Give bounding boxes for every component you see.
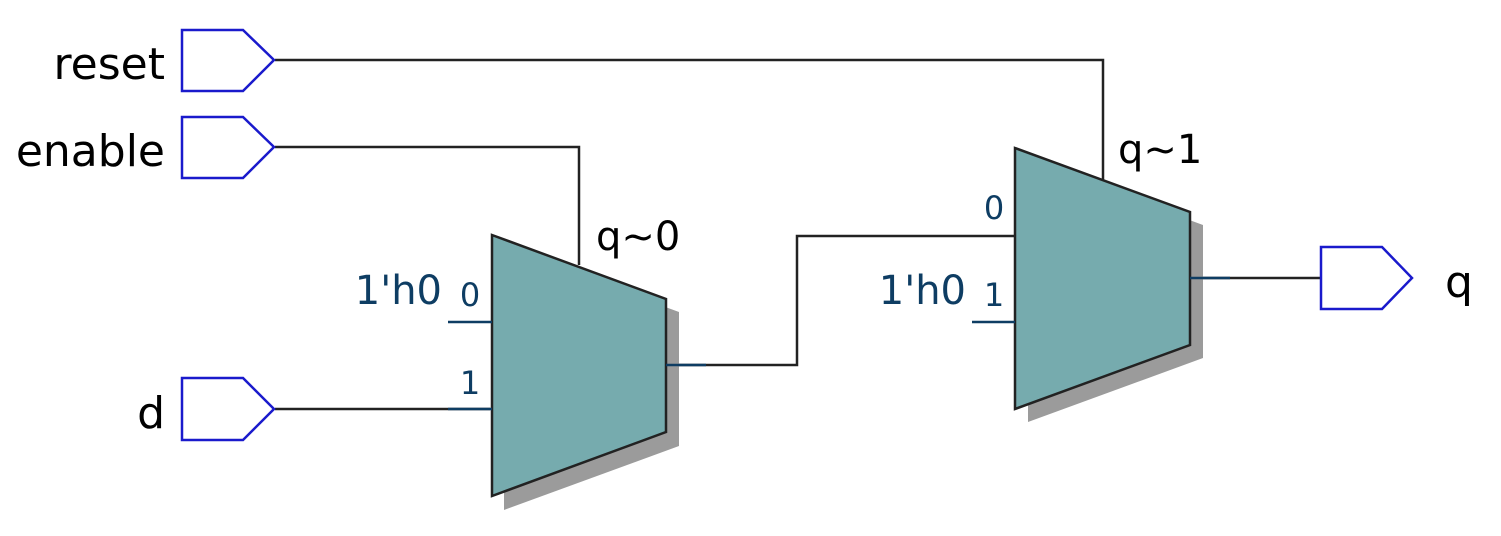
mux-q1-name: q~1 <box>1118 127 1202 173</box>
wire-enable <box>275 145 581 265</box>
mux-q1-pin0-label: 0 <box>984 189 1004 227</box>
mux-q0[interactable]: 0 1 1'h0 q~0 <box>355 214 706 510</box>
port-label-d: d <box>137 388 165 439</box>
port-label-enable: enable <box>16 126 165 177</box>
wire-reset <box>275 58 1105 180</box>
wire-mux0-to-mux1 <box>666 234 1015 367</box>
input-port-enable[interactable]: enable <box>16 115 276 180</box>
mux-q0-pin0-label: 0 <box>460 276 480 314</box>
mux-q1-pin1-label: 1 <box>984 276 1004 314</box>
port-label-reset: reset <box>54 39 165 90</box>
input-port-d[interactable]: d <box>137 376 276 442</box>
output-port-q[interactable]: q <box>1319 245 1473 311</box>
mux-q0-const-label: 1'h0 <box>355 268 442 314</box>
mux-q0-name: q~0 <box>596 214 680 260</box>
mux-q1-const-label: 1'h0 <box>879 268 966 314</box>
input-port-reset[interactable]: reset <box>54 28 276 93</box>
port-label-q: q <box>1445 257 1473 308</box>
mux-q0-pin1-label: 1 <box>460 364 480 402</box>
mux-q1[interactable]: 0 1 1'h0 q~1 <box>879 127 1230 422</box>
